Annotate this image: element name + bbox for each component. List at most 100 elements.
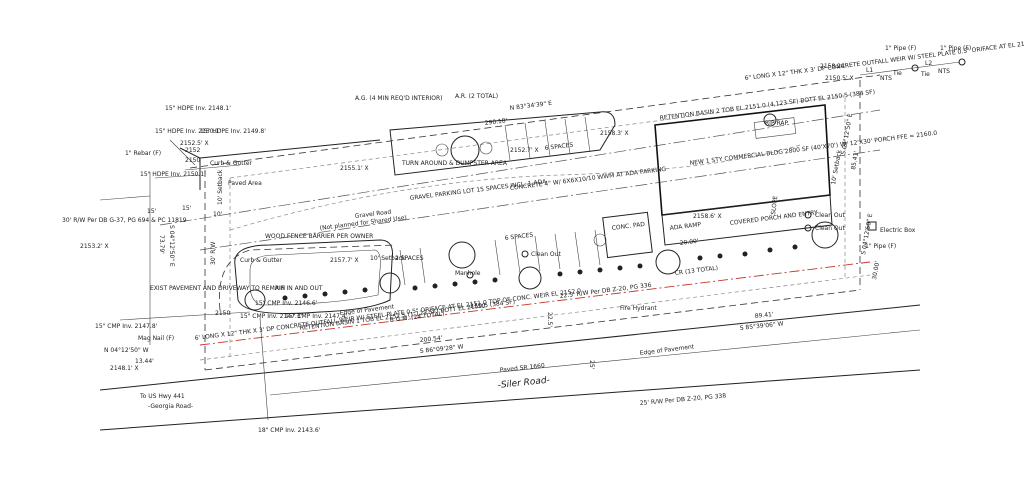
tie-label-2: Tie [920,71,930,78]
clean-out-icon [804,224,812,232]
hdpe-1-label: 15" HDPE Inv. 2148.1' [165,105,231,112]
dist-left2: 73.79' [158,235,165,254]
parking-spaces-top [504,116,591,161]
dist-top: 290.18' [484,117,508,127]
curb-gutter-top: Curb & Gutter [210,160,253,167]
rw-30-label: 30' R/W Per DB G-37, PG 694 & PC 11819 [62,217,187,224]
dist-right2: 85.41' [850,150,860,170]
gravel-lot-label: GRAVEL PARKING LOT 15 SPACES INCL. 1 ADA [409,178,547,202]
ar-note: A.R. (2 TOTAL) [455,93,498,100]
edge-pavement-2: Edge of Pavement [639,343,695,357]
rip-rap-label: RIP RAP [765,120,788,127]
cmp-15b-label: 15" CMP Inv. 2147.3' [240,313,303,320]
setback-right-label: 10' Setback [830,149,843,185]
parking-spaces-lower [399,229,601,286]
spaces-2-label: 2 SPACES [395,255,424,262]
slope-label: SLOPE [770,195,779,215]
dist-225-label: 22.5' [546,312,553,327]
property-boundary [189,74,881,371]
ada-ramp-label: ADA RAMP [669,221,701,232]
bgm-shrubs [282,244,798,301]
rw-25-label: 25' R/W Per DB Z-20, PG 338 [640,392,727,407]
road-name-label: -Siler Road- [497,376,550,391]
elev-2152: 2152 [185,147,200,154]
elev-2150a: 2150 [215,310,230,317]
conc-pad [602,211,653,259]
hdpe-3-label: 15" HDPE Inv. 2149.8' [200,128,266,135]
retention-2-label: RETENTION BASIN 2 TOB EL 2151.0 (4,123 S… [659,89,875,122]
tie-l1: L1 [866,67,873,74]
x-elev-5: 2153.2' X [80,243,109,250]
manhole-icon [466,271,474,279]
rebar-label: 1" Rebar (F) [125,150,161,157]
gravel-road-edge [229,144,801,231]
dim-15a: 15' [147,208,157,215]
fire-hydrant-label: Fire Hydrant [620,305,657,312]
turnaround-area [389,111,616,176]
manhole-label: Manhole [455,270,481,277]
bearing-left2: S 04°12'50" E [168,225,175,267]
paved-area-label: Paved Area [228,180,262,187]
tie-label: Tie [892,70,902,77]
cr-label: CR (13 TOTAL) [674,265,718,277]
ag-note: A.G. (4 MIN REQ'D INTERIOR) [355,95,443,102]
tree-icon [435,143,449,157]
road-edges [99,109,921,431]
outfall-weir-top-label: 6" LONG X 12" THK X 3' DP CONCRETE OUTFA… [744,27,1024,82]
bearing-right2: S 04°12'50" E [840,113,854,156]
rip-label: RIP IN AND OUT [275,285,323,292]
paved-sr-label: Paved SR 1660 [499,362,545,374]
pipe-f3-label: 1" Pipe (F) [865,243,896,250]
pipe-f1-label: 1" Pipe (F) [885,45,916,52]
x-elev-7: 2158.6' X [693,213,722,220]
clean-out-icon [521,250,529,258]
georgia-road-label: -Georgia Road- [148,403,193,410]
dim-20-label: 20.00' [679,238,699,247]
wood-fence [218,244,396,311]
wood-fence-label: WOOD FENCE BARRIER PER OWNER [265,233,373,240]
clean-out-icon [804,211,812,219]
dist-bottom2: 89.41' [754,311,774,320]
setback-lines [99,94,851,358]
curb-gutter-mid: Curb & Gutter [240,257,283,264]
dist-25-label: 25' [588,360,595,370]
tie-l2: L2 [925,60,932,67]
clean-out-1: Clean Out [531,251,561,258]
nts1-label: NTS [880,75,892,82]
setback-10b-label: 10' Setback [370,255,406,262]
building [654,104,833,246]
shrub-icons [244,113,839,311]
x-elev-6: 2148.1' X [110,365,139,372]
elev-2150b: 2150 [470,303,485,310]
gravel-road-label: Gravel Road [354,209,391,220]
electric-box-icon [867,221,877,231]
building-label: NEW 1 STY COMMERCIAL BLDG 2800 SF (40'X7… [689,130,937,167]
bearing-bottom1: S 86°09'28" W [419,343,463,355]
bearing-left: N 04°12'50" W [104,347,149,354]
ada-symbol-icon [593,233,607,247]
mag-nail-label: Mag Nail (F) [138,335,174,342]
cmp-15c-label: 15" CMP Inv. 2146.6' [255,300,318,307]
cmp-18-label: 18" CMP Inv. 2143.6' [258,427,321,434]
x-elev-9: 2158.24' [820,63,847,70]
dist-left: 13.44' [135,358,154,365]
hdpe-4-label: 15" HDPE Inv. 2150.1' [140,171,206,178]
x-elev-2: 2157.7' X [330,257,359,264]
turnaround-label: TURN AROUND & DUMPSTER AREA [401,160,508,167]
clean-out-3: Clean Out [815,225,845,232]
tree-icon [479,141,493,155]
pipes [119,139,269,421]
tree-icon [450,135,480,165]
to-us441-label: To US Hwy 441 [139,393,185,400]
x-elev-1: 2155.1' X [340,165,369,172]
electric-box-label: Electric Box [880,227,916,234]
x-elev-3: 2158.3' X [600,130,629,137]
retention-basin-1 [234,239,393,314]
tie-detail [859,58,966,76]
dist-bottom1: 200.54' [419,335,443,344]
exist-pavement-label: EXIST PAVEMENT AND DRIVEWAY TO REMAIN [150,285,285,292]
clean-out-2: Clean Out [815,212,845,219]
spaces-lower-label: 6 SPACES [504,232,533,242]
top-left-driveway [179,139,381,190]
cmp-15d-label: 15" CMP Inv. 2147.4' [285,313,348,320]
